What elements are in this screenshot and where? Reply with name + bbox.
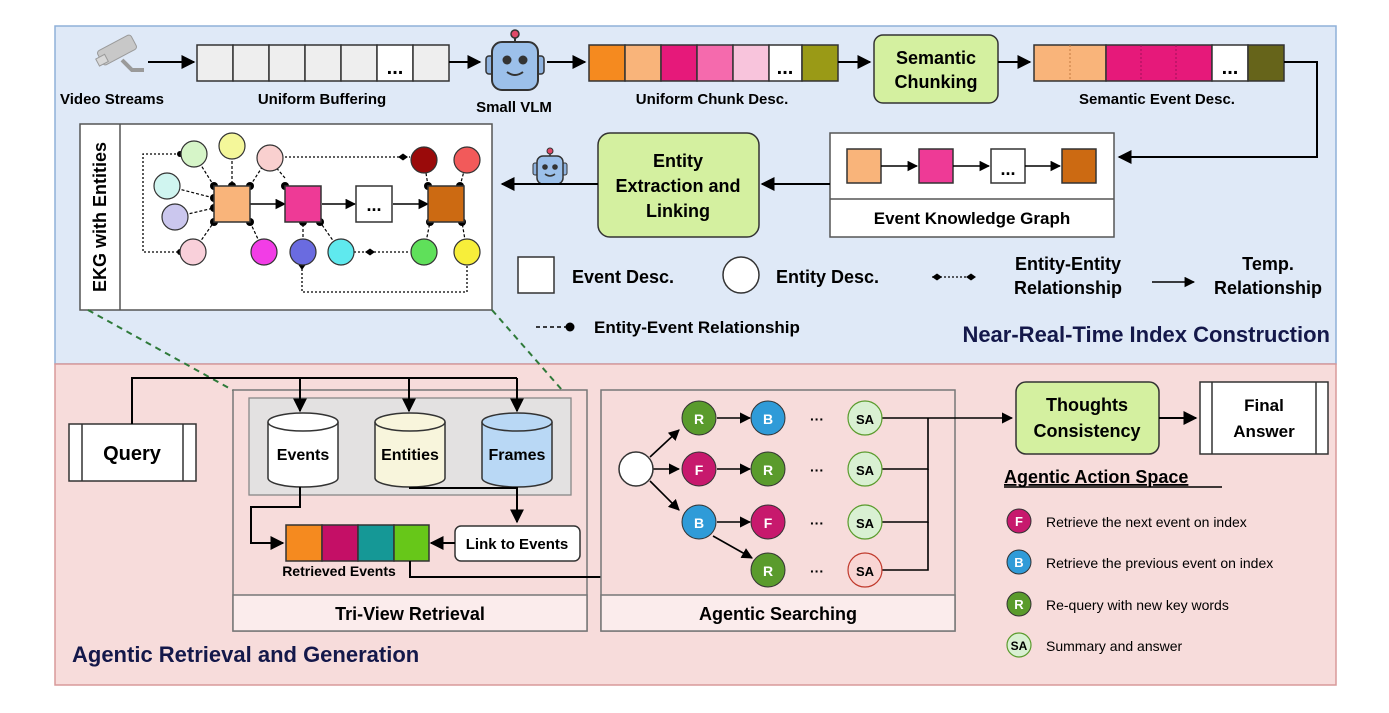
svg-text:B: B	[1014, 555, 1023, 570]
svg-text:Relationship: Relationship	[1014, 278, 1122, 298]
legend: Event Desc. Entity Desc. Entity-Entity R…	[517, 254, 1322, 337]
svg-text:R: R	[763, 563, 773, 579]
action-item-summary: Summary and answer	[1046, 638, 1183, 654]
action-item-requery: Re-query with new key words	[1046, 597, 1229, 613]
semantic-event-label: Semantic Event Desc.	[1079, 91, 1235, 108]
video-streams-label: Video Streams	[60, 91, 164, 108]
uniform-chunk-strip: ...	[588, 44, 839, 82]
ekg-graph: ...	[142, 132, 481, 293]
legend-entity-event: Entity-Event Relationship	[594, 318, 800, 337]
svg-text:F: F	[695, 462, 704, 478]
final-answer-box	[1199, 381, 1329, 455]
legend-entity-desc: Entity Desc.	[776, 267, 879, 287]
svg-text:SA: SA	[1011, 639, 1028, 653]
svg-text:···: ···	[810, 515, 824, 531]
svg-text:Entities: Entities	[381, 447, 439, 464]
svg-text:...: ...	[387, 57, 404, 79]
svg-text:...: ...	[1000, 159, 1015, 179]
svg-text:R: R	[763, 462, 773, 478]
svg-text:Consistency: Consistency	[1033, 421, 1140, 441]
camera-icon	[95, 34, 144, 72]
action-space-list: F Retrieve the next event on index B Ret…	[1006, 508, 1273, 658]
svg-text:Events: Events	[277, 447, 330, 464]
ekg-with-entities-label: EKG with Entities	[90, 142, 110, 292]
svg-text:F: F	[1015, 514, 1023, 529]
agentic-searching-label: Agentic Searching	[699, 604, 857, 624]
robot-small-icon	[532, 147, 568, 185]
svg-text:Entity: Entity	[653, 151, 703, 171]
legend-event-desc: Event Desc.	[572, 267, 674, 287]
semantic-event-strip: ...	[1033, 44, 1285, 82]
svg-text:R: R	[1014, 597, 1024, 612]
svg-text:Answer: Answer	[1233, 422, 1295, 441]
uniform-chunk-label: Uniform Chunk Desc.	[636, 91, 789, 108]
events-db: Events	[267, 412, 339, 488]
small-vlm-label: Small VLM	[476, 99, 552, 116]
svg-text:Link to Events: Link to Events	[466, 536, 569, 553]
svg-text:...: ...	[1222, 57, 1239, 79]
svg-text:···: ···	[810, 411, 824, 427]
uniform-buffer-strip: ...	[196, 44, 450, 82]
svg-text:Thoughts: Thoughts	[1046, 395, 1128, 415]
action-item-next-event: Retrieve the next event on index	[1046, 514, 1247, 530]
svg-text:SA: SA	[856, 564, 875, 579]
svg-text:Frames: Frames	[489, 447, 546, 464]
action-space-title: Agentic Action Space	[1004, 467, 1188, 487]
svg-text:Extraction and: Extraction and	[615, 176, 740, 196]
svg-text:Final: Final	[1244, 396, 1284, 415]
entities-db: Entities	[374, 412, 446, 488]
retrieved-events-label: Retrieved Events	[282, 563, 396, 579]
event-knowledge-graph-label: Event Knowledge Graph	[874, 209, 1070, 228]
robot-icon	[485, 29, 545, 91]
svg-text:Chunking: Chunking	[895, 72, 978, 92]
thoughts-consistency-box	[1015, 381, 1160, 455]
svg-text:Semantic: Semantic	[896, 48, 976, 68]
svg-text:B: B	[763, 411, 773, 427]
index-construction-title: Near-Real-Time Index Construction	[962, 322, 1330, 347]
svg-text:R: R	[694, 411, 704, 427]
query-box[interactable]	[68, 423, 197, 482]
query-label: Query	[103, 443, 162, 465]
svg-text:SA: SA	[856, 516, 875, 531]
svg-text:...: ...	[777, 57, 794, 79]
svg-text:...: ...	[366, 195, 381, 215]
uniform-buffering-label: Uniform Buffering	[258, 91, 386, 108]
frames-db: Frames	[481, 412, 553, 488]
svg-text:···: ···	[810, 462, 824, 478]
svg-text:Linking: Linking	[646, 201, 710, 221]
svg-text:SA: SA	[856, 463, 875, 478]
svg-text:F: F	[764, 515, 773, 531]
svg-text:B: B	[694, 515, 704, 531]
search-tree: R B ··· SA F R ··· SA B F ··· SA R ··· S…	[618, 400, 1014, 588]
svg-text:Relationship: Relationship	[1214, 278, 1322, 298]
svg-text:Entity-Entity: Entity-Entity	[1015, 254, 1121, 274]
retrieved-events-strip	[285, 524, 430, 562]
svg-text:Temp.: Temp.	[1242, 254, 1294, 274]
tri-view-retrieval-label: Tri-View Retrieval	[335, 604, 485, 624]
svg-text:SA: SA	[856, 412, 875, 427]
retrieval-generation-title: Agentic Retrieval and Generation	[72, 642, 419, 667]
semantic-chunking-box	[873, 34, 999, 104]
action-item-previous-event: Retrieve the previous event on index	[1046, 555, 1273, 571]
svg-text:···: ···	[810, 563, 824, 579]
